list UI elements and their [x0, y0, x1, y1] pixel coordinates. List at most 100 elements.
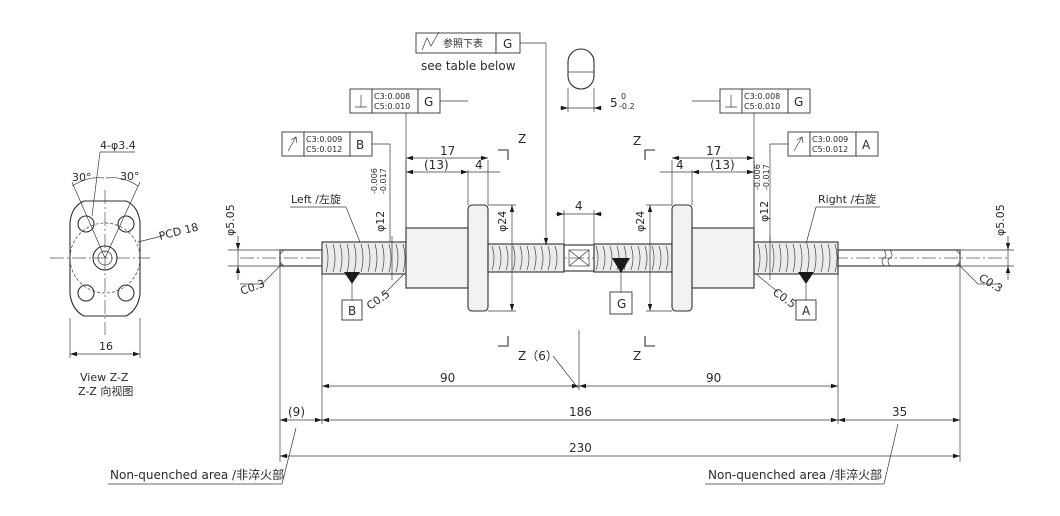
- thread-line: [785, 243, 789, 273]
- datum-a: A: [802, 304, 811, 318]
- dim-90-left: 90: [440, 371, 455, 385]
- hole-bottom-right: [117, 284, 135, 302]
- dim-left-13: (13): [424, 158, 449, 172]
- hole-bottom-left: [77, 284, 95, 302]
- dim-230: 230: [569, 441, 592, 455]
- thread-line: [547, 245, 551, 271]
- thread-line: [505, 245, 509, 271]
- thread-line: [820, 243, 824, 273]
- flat-tol-lower: -0.2: [619, 102, 635, 111]
- thread-line: [540, 245, 544, 271]
- thread-line: [644, 245, 648, 271]
- thread-line: [388, 243, 392, 273]
- thread-line: [498, 245, 502, 271]
- thread-line: [637, 245, 641, 271]
- bottom-length-dims: 90 90 (9) 186 35 230: [279, 266, 961, 462]
- thread-line: [651, 245, 655, 271]
- diameter-dims: φ24 φ24 φ12 -0.006 -0.017 φ12 -0.006 -0.…: [224, 164, 1014, 312]
- right-nut-body: [691, 227, 755, 289]
- bore-inner-circle: [97, 250, 113, 266]
- left-flange: [467, 204, 489, 312]
- dim-center-4: 4: [575, 199, 583, 213]
- gdt-right-perp-line2: C5:0.010: [744, 102, 780, 111]
- gdt-left-runout-line2: C5:0.012: [306, 145, 342, 154]
- gdt-left-runout-datum: B: [356, 138, 364, 152]
- dim-right-4: 4: [676, 158, 684, 172]
- thread-line: [367, 243, 371, 273]
- thread-line: [595, 245, 599, 271]
- thread-line: [813, 243, 817, 273]
- gdt-right-runout-datum: A: [862, 138, 871, 152]
- section-z-bottom-right: Z: [633, 349, 641, 363]
- dim-right-17: 17: [706, 144, 721, 158]
- thread-line: [757, 243, 761, 273]
- thread-line: [395, 243, 399, 273]
- thread-line: [764, 243, 768, 273]
- roughness-datum: G: [503, 37, 512, 51]
- thread-line: [771, 243, 775, 273]
- chamfer-c05-left: C0.5: [364, 287, 392, 312]
- width-16-label: 16: [99, 340, 113, 353]
- gdt-right-runout: C3:0.009 C5:0.012 A: [769, 131, 879, 242]
- gdt-right-runout-line1: C3:0.009: [812, 135, 848, 144]
- dim-tol12-left-upper: -0.006: [370, 168, 379, 194]
- dim-left-4: 4: [475, 158, 483, 172]
- thread-line: [658, 245, 662, 271]
- thread-line: [827, 243, 831, 273]
- angle-left-label: 30°: [72, 171, 92, 184]
- thread-line: [374, 243, 378, 273]
- datum-g: G: [617, 297, 626, 311]
- dim-35: 35: [892, 405, 907, 419]
- non-quenched-labels: Non-quenched area /非淬火部 Non-quenched are…: [108, 423, 899, 485]
- thread-line: [834, 243, 838, 273]
- non-quenched-left: Non-quenched area /非淬火部: [110, 467, 284, 482]
- thread-line: [353, 243, 357, 273]
- flange-outline: [69, 200, 141, 317]
- dim-dia24-right: φ24: [634, 211, 647, 232]
- gdt-left-runout-line1: C3:0.009: [306, 135, 342, 144]
- dim-90-right: 90: [706, 371, 721, 385]
- non-quenched-right: Non-quenched area /非淬火部: [708, 467, 882, 482]
- roughness-note: see table below: [421, 59, 516, 73]
- right-bearing-seat: [753, 241, 839, 275]
- datum-markers: B G A: [341, 258, 817, 321]
- flat-tol-upper: 0: [621, 92, 626, 101]
- thread-line: [526, 245, 530, 271]
- flat-dim: 5: [610, 96, 618, 110]
- dim-left-17: 17: [440, 144, 455, 158]
- gdt-right-perp-line1: C3:0.008: [744, 92, 780, 101]
- gdt-right-perp: C3:0.008 C5:0.010 G: [692, 88, 811, 228]
- flat-detail: 5 0 -0.2: [560, 48, 635, 112]
- datum-b: B: [348, 304, 356, 318]
- chamfer-c03-right: C0.3: [977, 271, 1005, 295]
- hole-top-left: [77, 215, 95, 233]
- view-zz: 4-φ3.4 30° 30° PCD 18 16 View Z-Z Z-Z 向视…: [50, 139, 200, 398]
- thread-line: [630, 245, 634, 271]
- bore-circle: [92, 245, 118, 271]
- dim-dia24-left: φ24: [496, 211, 509, 232]
- right-flange: [671, 204, 693, 312]
- thread-line: [402, 243, 406, 273]
- gdt-left-runout: C3:0.009 C5:0.012 B: [281, 131, 391, 242]
- thread-right-label: Right /右旋: [818, 192, 876, 206]
- thread-line: [554, 245, 558, 271]
- gdt-right-runout-line2: C5:0.012: [812, 145, 848, 154]
- left-bearing-seat: [321, 241, 407, 275]
- dim-dia12-left: φ12: [374, 211, 387, 232]
- thread-line: [332, 243, 336, 273]
- hole-top-right: [117, 215, 135, 233]
- section-z-label: Z（6）: [518, 349, 558, 363]
- view-zz-caption-en: View Z-Z: [80, 371, 129, 384]
- thread-left-label: Left /左旋: [291, 192, 341, 206]
- thread-line: [602, 245, 606, 271]
- gdt-right-perp-datum: G: [794, 95, 803, 109]
- thread-line: [339, 243, 343, 273]
- thread-line: [491, 245, 495, 271]
- section-z-top-right: Z: [633, 134, 641, 148]
- thread-line: [665, 245, 669, 271]
- gdt-left-perp-line2: C5:0.010: [374, 102, 410, 111]
- dim-right-13: (13): [710, 158, 735, 172]
- thread-hatching: [325, 243, 838, 273]
- thread-line: [512, 245, 516, 271]
